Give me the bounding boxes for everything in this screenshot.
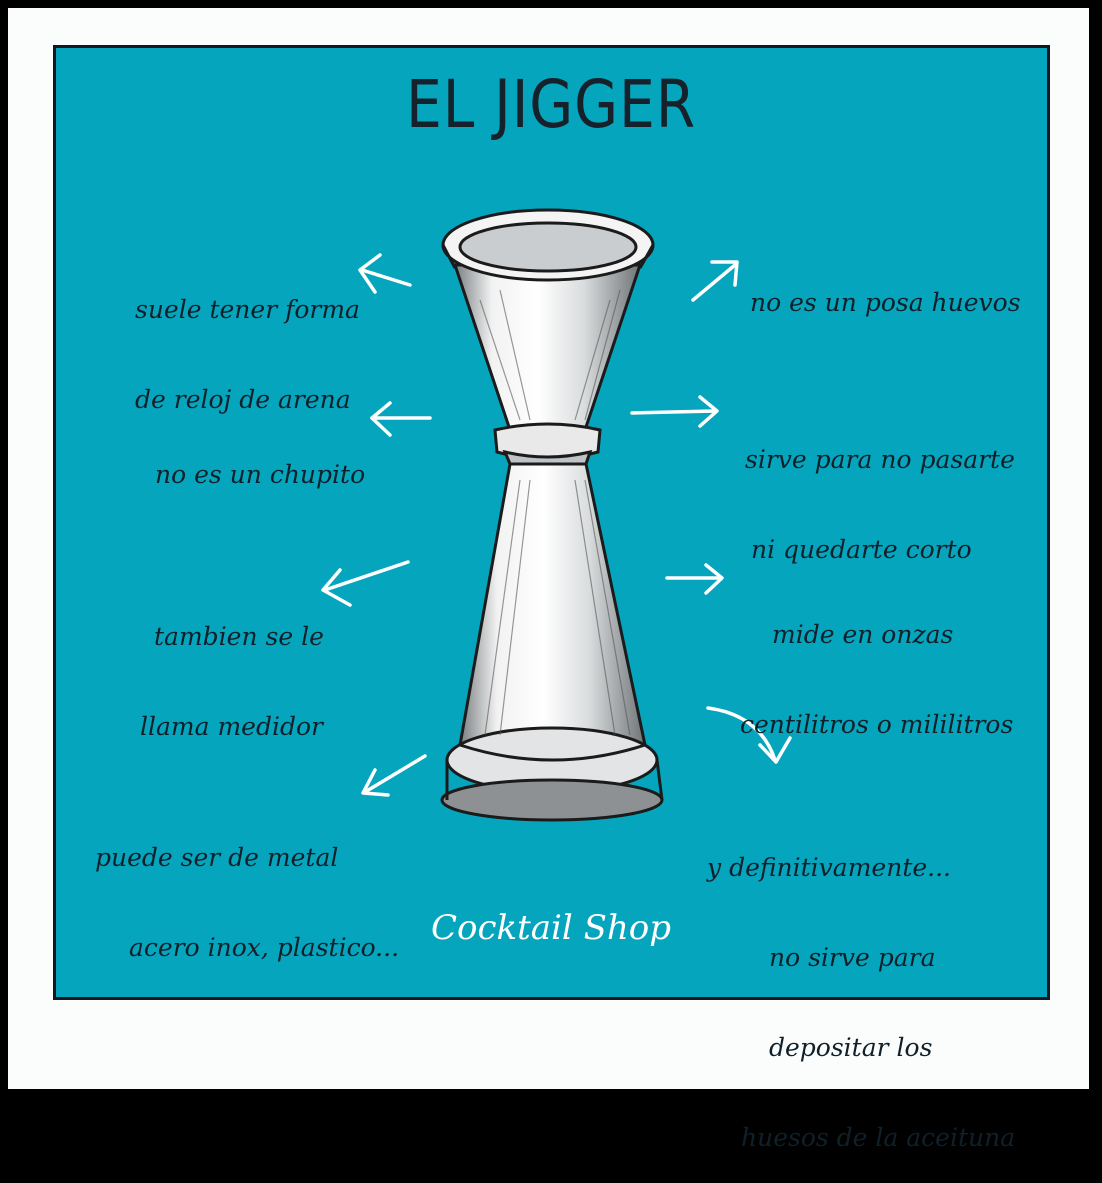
arrow-icon	[665, 563, 724, 595]
arrow-icon	[358, 253, 412, 294]
note-line: centilitros o mililitros	[740, 710, 1014, 739]
arrow-icon	[361, 754, 427, 797]
note-line: no es un chupito	[155, 460, 366, 489]
note-not-overpour: sirve para no pasarte ni quedarte corto	[745, 385, 1015, 595]
note-line: tambien se le	[154, 622, 324, 651]
brand-logo: Cocktail Shop	[430, 908, 672, 948]
note-line: y definitivamente...	[707, 853, 951, 882]
note-material: puede ser de metal acero inox, plastico.…	[95, 783, 399, 993]
arrow-icon	[370, 401, 432, 437]
note-line: suele tener forma	[135, 295, 360, 324]
note-line: no es un posa huevos	[750, 288, 1021, 317]
note-line: depositar los	[769, 1033, 933, 1062]
note-line: puede ser de metal	[95, 843, 339, 872]
poster-title: EL JIGGER	[405, 66, 697, 143]
note-line: acero inox, plastico...	[129, 933, 400, 962]
note-line: no sirve para	[769, 943, 936, 972]
note-not-shot: no es un chupito	[155, 400, 365, 520]
note-hourglass: suele tener forma de reloj de arena	[135, 235, 360, 445]
note-not-egg-cup: no es un posa huevos	[750, 228, 1021, 348]
hand-drawn-arrows	[321, 253, 792, 797]
note-line: sirve para no pasarte	[745, 445, 1015, 474]
arrow-icon	[630, 395, 719, 428]
note-olive: y definitivamente... no sirve para depos…	[707, 793, 1015, 1183]
note-line: de reloj de arena	[135, 385, 351, 414]
note-line: llama medidor	[140, 712, 323, 741]
jigger-illustration	[321, 208, 792, 822]
jigger-icon	[440, 208, 664, 822]
note-line: huesos de la aceituna	[741, 1123, 1016, 1152]
note-line: ni quedarte corto	[751, 535, 972, 564]
arrow-icon	[706, 706, 792, 764]
arrow-icon	[691, 260, 739, 302]
arrow-icon	[321, 560, 410, 607]
note-units: mide en onzas centilitros o mililitros	[740, 560, 1013, 770]
note-measurer: tambien se le llama medidor	[140, 562, 324, 772]
note-line: mide en onzas	[772, 620, 954, 649]
